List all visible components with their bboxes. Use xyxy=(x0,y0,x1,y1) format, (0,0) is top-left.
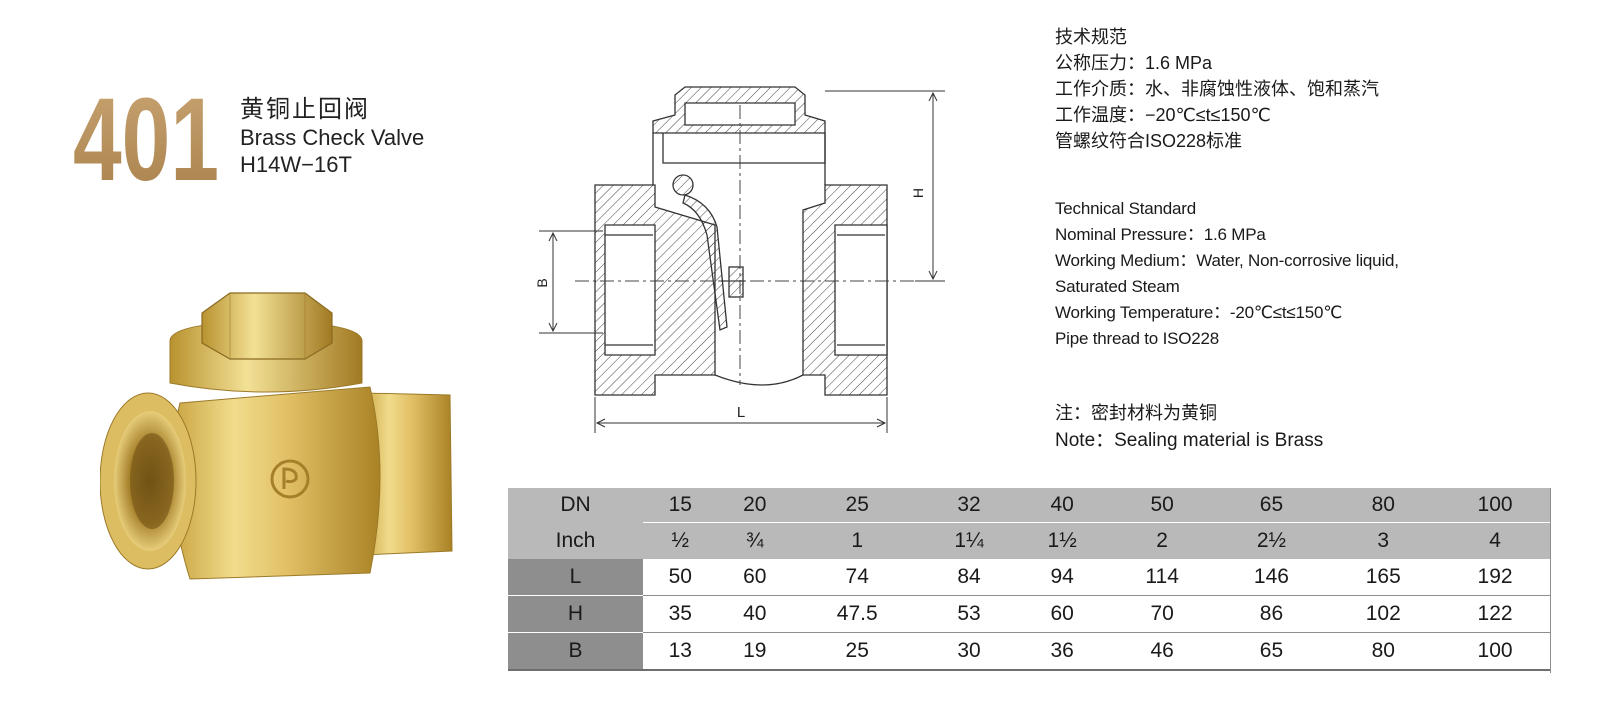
table-cell: 60 xyxy=(1015,595,1109,633)
table-cell: 35 xyxy=(643,595,718,633)
table-cell: 30 xyxy=(922,632,1016,671)
table-cell: 102 xyxy=(1327,595,1440,633)
spec-cn-pressure: 公称压力：1.6 MPa xyxy=(1055,53,1213,73)
table-cell: 70 xyxy=(1108,595,1216,633)
spec-en-temperature: Working Temperature：-20℃≤t≤150℃ xyxy=(1055,303,1343,322)
table-cell-inch: ¾ xyxy=(717,522,793,559)
brass-valve-photo xyxy=(100,292,453,580)
table-cell-dn: 80 xyxy=(1327,488,1440,523)
title-block: 黄铜止回阀 Brass Check Valve H14W−16T xyxy=(240,96,424,178)
table-cell-inch: 1½ xyxy=(1015,522,1109,559)
table-cell: 65 xyxy=(1215,632,1328,671)
table-cell: 46 xyxy=(1108,632,1216,671)
spec-cn-medium: 工作介质：水、非腐蚀性液体、饱和蒸汽 xyxy=(1055,79,1379,99)
table-cell-dn: 65 xyxy=(1215,488,1328,523)
table-cell-dn: 20 xyxy=(717,488,793,523)
table-cell-inch: 1 xyxy=(792,522,923,559)
table-cell: 53 xyxy=(922,595,1016,633)
table-cell-inch: 1¼ xyxy=(922,522,1016,559)
table-cell: 165 xyxy=(1327,559,1440,596)
row-label-inch: Inch xyxy=(508,522,643,559)
spec-en-medium-cont: Saturated Steam xyxy=(1055,277,1180,296)
product-name-en: Brass Check Valve xyxy=(240,125,425,150)
row-label: B xyxy=(508,632,643,671)
spec-cn-temperature: 工作温度：−20℃≤t≤150℃ xyxy=(1055,105,1271,125)
dimension-label-l: L xyxy=(737,404,745,421)
table-cell-dn: 40 xyxy=(1015,488,1109,523)
table-cell: 114 xyxy=(1108,559,1216,596)
svg-text:401: 401 xyxy=(73,82,219,194)
spec-en: Technical Standard Nominal Pressure：1.6 … xyxy=(1055,196,1399,352)
table-cell-inch: 2 xyxy=(1108,522,1216,559)
product-name-cn: 黄铜止回阀 xyxy=(240,96,370,123)
table-cell: 19 xyxy=(717,632,793,671)
table-cell: 100 xyxy=(1439,632,1551,671)
spec-en-thread: Pipe thread to ISO228 xyxy=(1055,329,1220,348)
row-label-dn: DN xyxy=(508,488,643,523)
spec-cn: 技术规范 公称压力：1.6 MPa 工作介质：水、非腐蚀性液体、饱和蒸汽 工作温… xyxy=(1055,24,1379,154)
spec-en-pressure: Nominal Pressure：1.6 MPa xyxy=(1055,225,1266,244)
row-label: L xyxy=(508,559,643,596)
table-cell-inch: 4 xyxy=(1439,522,1551,559)
note-cn: 注：密封材料为黄铜 xyxy=(1055,403,1217,423)
cross-section-drawing: H B L xyxy=(535,86,945,433)
table-cell: 40 xyxy=(717,595,793,633)
spec-cn-heading: 技术规范 xyxy=(1055,27,1127,47)
table-cell: 36 xyxy=(1015,632,1109,671)
table-cell: 192 xyxy=(1439,559,1551,596)
table-cell: 47.5 xyxy=(792,595,923,633)
product-code: H14W−16T xyxy=(240,152,352,177)
table-cell: 25 xyxy=(792,632,923,671)
table-cell: 60 xyxy=(717,559,793,596)
table-cell: 80 xyxy=(1327,632,1440,671)
table-cell: 74 xyxy=(792,559,923,596)
model-number: 401 xyxy=(73,82,219,194)
table-cell: 13 xyxy=(643,632,718,671)
table-cell: 122 xyxy=(1439,595,1551,633)
table-cell-dn: 100 xyxy=(1439,488,1551,523)
row-label: H xyxy=(508,595,643,633)
dimension-label-b: B xyxy=(535,278,550,287)
table-cell: 84 xyxy=(922,559,1016,596)
table-cell-dn: 15 xyxy=(643,488,718,523)
table-cell: 146 xyxy=(1215,559,1328,596)
table-cell: 86 xyxy=(1215,595,1328,633)
table-cell-dn: 50 xyxy=(1108,488,1216,523)
spec-en-heading: Technical Standard xyxy=(1055,199,1196,218)
note: 注：密封材料为黄铜 Note：Sealing material is Brass xyxy=(1055,400,1323,454)
note-en: Note：Sealing material is Brass xyxy=(1055,430,1324,451)
table-cell-dn: 25 xyxy=(792,488,923,523)
table-cell-inch: 2½ xyxy=(1215,522,1328,559)
table-cell-dn: 32 xyxy=(922,488,1016,523)
table-cell: 50 xyxy=(643,559,718,596)
spec-en-medium: Working Medium：Water, Non-corrosive liqu… xyxy=(1055,251,1399,270)
table-cell: 94 xyxy=(1015,559,1109,596)
dimension-label-h: H xyxy=(910,188,926,198)
table-cell-inch: ½ xyxy=(643,522,718,559)
table-cell-inch: 3 xyxy=(1327,522,1440,559)
spec-cn-thread: 管螺纹符合ISO228标准 xyxy=(1055,131,1243,151)
